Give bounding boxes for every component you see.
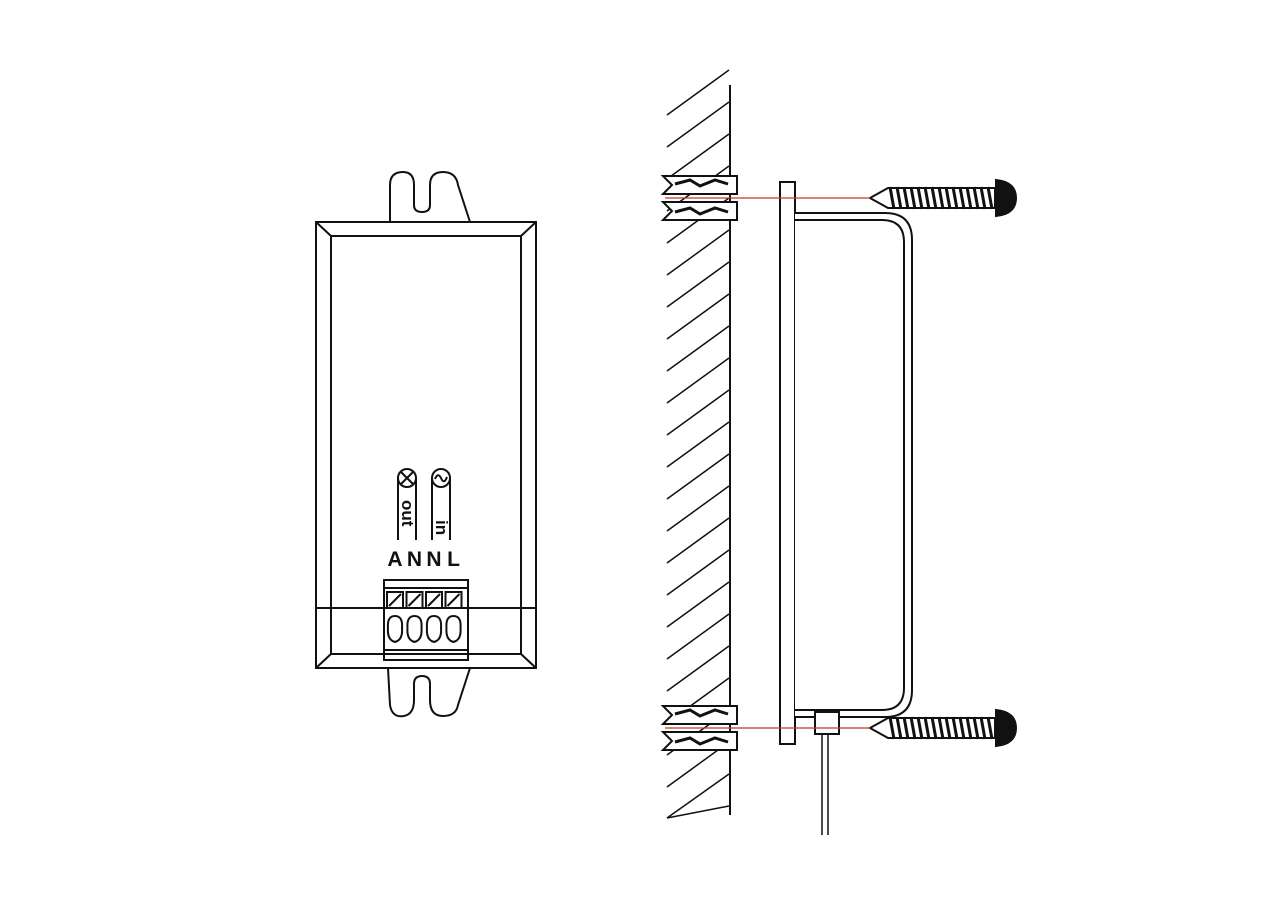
terminal-screw-icon — [444, 591, 463, 609]
mounting-plate — [779, 181, 796, 745]
wall-anchor — [660, 705, 738, 751]
wall-anchor — [660, 175, 738, 221]
terminal-screw-icon — [386, 591, 404, 609]
wire-entry — [425, 614, 443, 644]
output-label: out — [398, 500, 417, 527]
front-view-device — [315, 170, 537, 718]
device-bevel — [330, 235, 522, 655]
bottom-mounting-tab — [387, 667, 471, 718]
wire-entry — [386, 614, 404, 644]
terminal-label: N — [426, 548, 441, 571]
terminal-block — [383, 579, 469, 661]
mounting-screw — [867, 708, 1018, 748]
terminal-label: A — [387, 548, 402, 571]
terminal-screw-icon — [425, 591, 443, 609]
device-body — [315, 221, 537, 669]
terminal-screw-icon — [405, 591, 424, 609]
wire-entry — [406, 614, 423, 644]
side-view — [660, 69, 1018, 835]
terminal-label: N — [407, 548, 422, 571]
cable — [821, 718, 829, 835]
top-mounting-tab — [389, 170, 471, 223]
wire-entry — [445, 614, 462, 644]
input-label: in — [432, 520, 451, 535]
terminal-label: L — [447, 548, 460, 571]
mounting-screw — [867, 178, 1018, 218]
housing — [795, 212, 913, 718]
